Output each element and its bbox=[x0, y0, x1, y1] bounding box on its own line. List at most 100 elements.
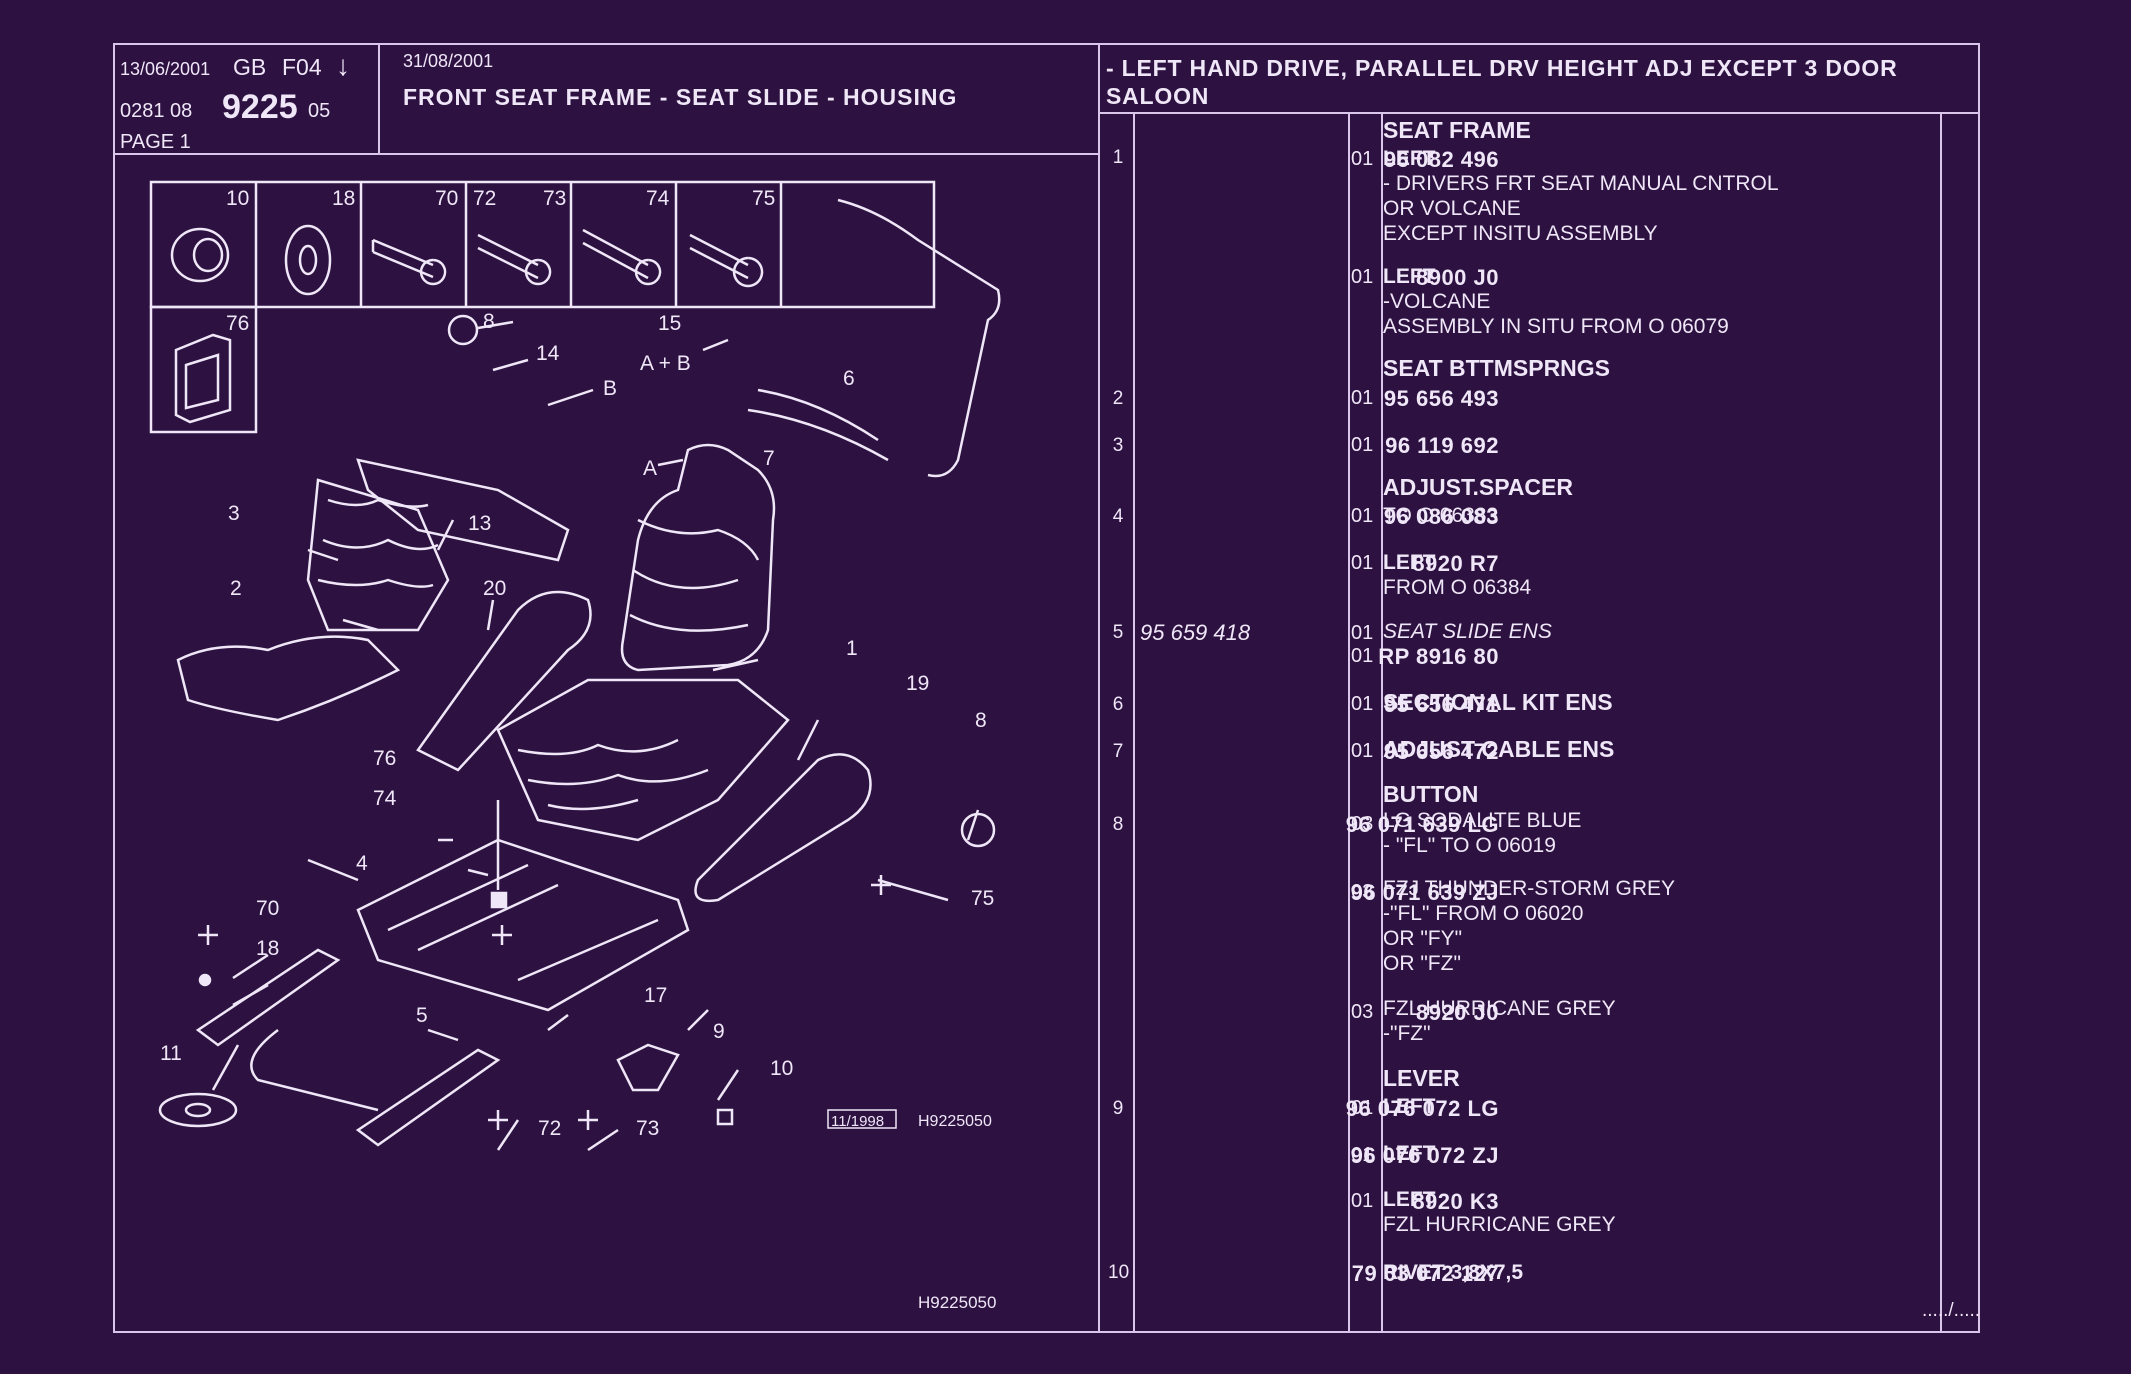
slide-rail-left bbox=[195, 948, 341, 1047]
header-date: 13/06/2001 bbox=[120, 59, 211, 79]
rivet-icon bbox=[170, 227, 230, 283]
box-label: 18 bbox=[332, 187, 355, 210]
part-ref[interactable]: 8900 J0 bbox=[1415, 265, 1499, 290]
scope-line2: SALOON bbox=[1106, 83, 1210, 109]
part-qty: 01 bbox=[1351, 434, 1374, 456]
header-arrow: ↓ bbox=[336, 50, 350, 81]
lever-9 bbox=[616, 1043, 680, 1092]
drawing-code-bottom: H9225050 bbox=[918, 1293, 996, 1312]
col-desc-right bbox=[1940, 112, 1942, 1332]
header-divider-left bbox=[378, 45, 380, 155]
continue-marker: ...../..... bbox=[1922, 1300, 1981, 1321]
spring-mat-2 bbox=[176, 635, 401, 722]
callout: 74 bbox=[373, 787, 397, 810]
marker-73 bbox=[578, 1110, 598, 1130]
part-ref[interactable]: 95 656 471 bbox=[1383, 692, 1499, 717]
part-ref[interactable]: 96 082 496 bbox=[1383, 147, 1499, 172]
part-ref-rp[interactable]: RP 8916 80 bbox=[1378, 644, 1499, 669]
part-ref[interactable]: 96 119 692 bbox=[1385, 433, 1499, 458]
exploded-diagram: 10 18 70 72 73 74 75 76 8 14 15 A + B 6 … bbox=[118, 160, 1098, 1320]
center-divider bbox=[1098, 45, 1100, 1333]
spring-mat-3-waves bbox=[317, 498, 439, 588]
box-label: 73 bbox=[543, 187, 566, 210]
knob-8b bbox=[960, 812, 996, 848]
callout: 11 bbox=[160, 1042, 182, 1065]
marker-74 bbox=[492, 925, 512, 945]
part-desc: LEFT -VOLCANE ASSEMBLY IN SITU FROM O 06… bbox=[1383, 265, 1729, 338]
part-desc: LEFT FZL HURRICANE GREY bbox=[1383, 1188, 1616, 1236]
part-ref[interactable]: 95 656 472 bbox=[1383, 739, 1499, 764]
part-ref[interactable]: 96 071 639 ZJ bbox=[1350, 880, 1499, 905]
adjust-cable bbox=[250, 1029, 379, 1112]
slide-frame-4 bbox=[356, 838, 690, 1012]
part-index: 6 bbox=[1112, 694, 1124, 715]
heading-lever: LEVER bbox=[1383, 1065, 1460, 1091]
part-ref[interactable]: 79 03 072 127 bbox=[1351, 1261, 1499, 1286]
part-desc: LEFT FROM O 06384 bbox=[1383, 551, 1532, 599]
callout: 19 bbox=[906, 672, 929, 695]
part-ref[interactable]: 96 071 639 LG bbox=[1345, 812, 1499, 837]
part-desc: SEAT SLIDE ENS bbox=[1383, 620, 1552, 643]
header-page: PAGE 1 bbox=[120, 131, 191, 153]
header-bottom-right bbox=[1098, 112, 1980, 114]
bracket-13 bbox=[356, 458, 570, 562]
part-desc: FZJ THUNDER-STORM GREY -"FL" FROM O 0602… bbox=[1383, 877, 1676, 975]
part-ref[interactable]: 96 086 083 bbox=[1383, 504, 1499, 529]
seat-base-frame bbox=[496, 678, 790, 842]
part-qty: 03 bbox=[1351, 881, 1374, 903]
part-index: 1 bbox=[1112, 147, 1124, 168]
callout: 7 bbox=[763, 447, 775, 470]
callout: 20 bbox=[483, 577, 506, 600]
part-qty: 01 bbox=[1351, 645, 1374, 667]
marker-10 bbox=[716, 1108, 734, 1126]
callout: 14 bbox=[536, 342, 560, 365]
part-ref[interactable]: 96 076 072 LG bbox=[1345, 1096, 1499, 1121]
marker-18 bbox=[198, 973, 212, 987]
callout: 1 bbox=[846, 637, 858, 660]
heading-button: BUTTON bbox=[1383, 781, 1479, 807]
callout: 4 bbox=[356, 852, 368, 875]
seat-back-springs bbox=[629, 518, 760, 632]
header-code: F04 bbox=[282, 54, 322, 80]
part-index: 10 bbox=[1108, 1262, 1130, 1283]
part-ref[interactable]: 8920 J0 bbox=[1415, 1000, 1499, 1025]
side-panel-20 bbox=[416, 590, 592, 772]
header-date2: 31/08/2001 bbox=[403, 51, 494, 71]
seat-back-frame bbox=[620, 443, 776, 672]
callout: A bbox=[643, 457, 657, 480]
part-index: 4 bbox=[1112, 506, 1124, 527]
heading-seat-springs: SEAT BTTMSPRNGS bbox=[1383, 355, 1611, 381]
box-label: 10 bbox=[226, 187, 249, 210]
part-desc: TO O 06383 bbox=[1383, 504, 1499, 527]
callout: 76 bbox=[373, 747, 396, 770]
part-qty: 01 bbox=[1351, 693, 1374, 715]
header-country: GB bbox=[233, 54, 267, 80]
part-qty: 01 bbox=[1351, 505, 1374, 527]
page-title: FRONT SEAT FRAME - SEAT SLIDE - HOUSING bbox=[403, 84, 958, 110]
drawing-code: H9225050 bbox=[918, 1113, 992, 1130]
date-stamp: 11/1998 bbox=[831, 1113, 884, 1130]
part-ref[interactable]: 96 076 072 ZJ bbox=[1350, 1143, 1499, 1168]
part-index: 2 bbox=[1112, 388, 1124, 409]
small-part-box-76 bbox=[149, 305, 258, 434]
part-ref[interactable]: 8920 K3 bbox=[1412, 1189, 1499, 1214]
callout: 17 bbox=[644, 984, 667, 1007]
header-ref-suffix: 05 bbox=[308, 100, 331, 122]
part-qty: 01 bbox=[1351, 1097, 1374, 1119]
part-ref[interactable]: 95 659 418 bbox=[1140, 620, 1251, 645]
callout: 2 bbox=[230, 577, 242, 600]
heading-seat-frame: SEAT FRAME bbox=[1383, 117, 1531, 143]
callout: 18 bbox=[256, 937, 279, 960]
callout: 75 bbox=[971, 887, 994, 910]
spring-strip-6 bbox=[747, 388, 889, 462]
col-qty-divider bbox=[1381, 112, 1383, 1332]
part-ref[interactable]: 95 656 493 bbox=[1383, 386, 1499, 411]
washer-hole bbox=[298, 244, 318, 276]
washer-icon bbox=[284, 224, 332, 296]
part-qty: 03 bbox=[1351, 813, 1374, 835]
callout: 13 bbox=[468, 512, 491, 535]
part-ref[interactable]: 8920 R7 bbox=[1412, 551, 1499, 576]
callout: 10 bbox=[770, 1057, 793, 1080]
callout: 8 bbox=[483, 310, 495, 333]
part-index: 5 bbox=[1112, 622, 1124, 643]
